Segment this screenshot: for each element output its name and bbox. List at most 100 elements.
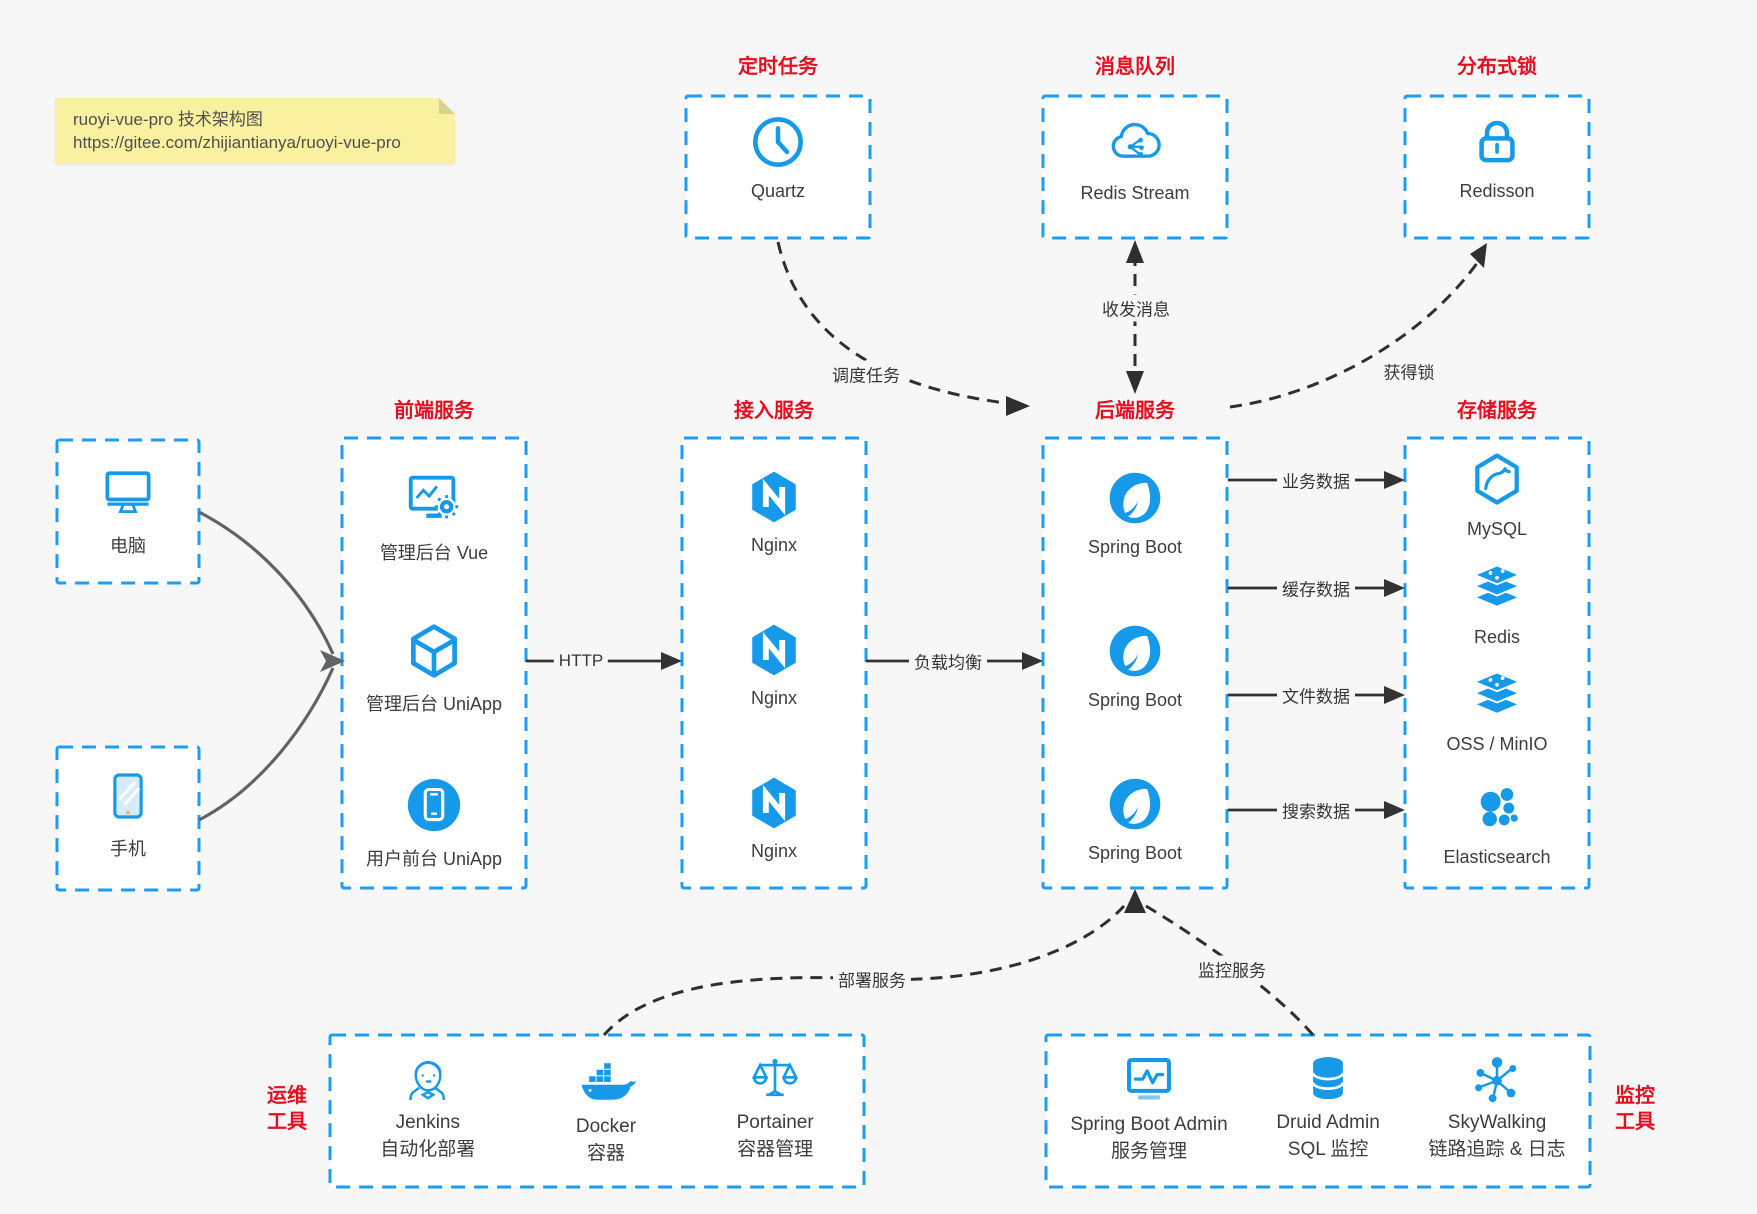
title-backend: 后端服务 xyxy=(1095,400,1175,422)
node-springboot-1: Spring Boot xyxy=(1043,468,1227,558)
redisson-label: Redisson xyxy=(1459,181,1535,201)
node-elasticsearch: Elasticsearch xyxy=(1405,780,1589,868)
node-portainer: Portainer 容器管理 xyxy=(737,1051,814,1161)
node-quartz: Quartz xyxy=(686,96,870,202)
nginx-icon xyxy=(745,774,803,832)
pc-label: 电脑 xyxy=(110,536,146,556)
ops-tools-box xyxy=(328,1033,866,1189)
schedule-arrowhead xyxy=(1006,396,1030,416)
admin-monitor-gear-icon xyxy=(403,468,465,530)
admin-vue-label: 管理后台 Vue xyxy=(379,543,489,563)
node-phone: 手机 xyxy=(57,747,199,861)
quartz-box xyxy=(684,94,872,240)
oss-minio-label: OSS / MinIO xyxy=(1446,734,1548,754)
node-admin-vue: 管理后台 Vue xyxy=(342,468,526,565)
spring-boot-admin-name: Spring Boot Admin xyxy=(1070,1114,1228,1135)
druid-admin-desc: SQL 监控 xyxy=(1287,1139,1369,1160)
spring-boot-icon xyxy=(1105,621,1165,681)
note-url: https://gitee.com/zhijiantianya/ruoyi-vu… xyxy=(73,133,401,152)
pc-to-frontend-curve xyxy=(198,510,335,655)
clock-icon xyxy=(749,113,807,171)
note-title: ruoyi-vue-pro 技术架构图 xyxy=(73,110,263,129)
node-springboot-3: Spring Boot xyxy=(1043,774,1227,864)
title-message-queue: 消息队列 xyxy=(1095,56,1175,78)
spring-boot-admin-desc: 服务管理 xyxy=(1110,1141,1187,1162)
monitoring-tools-box xyxy=(1044,1033,1592,1189)
edge-label-lock: 获得锁 xyxy=(1378,357,1440,385)
node-nginx-1: Nginx xyxy=(682,468,866,556)
portainer-name: Portainer xyxy=(736,1112,814,1133)
http-arrowhead xyxy=(661,652,682,670)
nginx-label: Nginx xyxy=(750,841,798,861)
node-pc: 电脑 xyxy=(57,440,199,558)
skywalking-name: SkyWalking xyxy=(1447,1112,1547,1133)
frontend-arrowhead xyxy=(320,650,345,672)
sticky-note: ruoyi-vue-pro 技术架构图 https://gitee.com/zh… xyxy=(55,98,455,164)
node-redisson: Redisson xyxy=(1405,96,1589,202)
node-jenkins: Jenkins 自动化部署 xyxy=(380,1051,475,1161)
user-uniapp-label: 用户前台 UniApp xyxy=(365,849,503,869)
desktop-icon xyxy=(98,461,158,521)
redis-stream-box xyxy=(1041,94,1229,240)
edge-label-cache-data: 缓存数据 xyxy=(1277,574,1355,602)
edge-label-message: 收发消息 xyxy=(1097,294,1175,322)
node-admin-uniapp: 管理后台 UniApp xyxy=(342,621,526,716)
skywalking-desc: 链路追踪 & 日志 xyxy=(1428,1139,1566,1160)
nginx-icon xyxy=(745,468,803,526)
monitoring-tools-row: Spring Boot Admin 服务管理 Druid Admin SQL 监… xyxy=(1046,1035,1590,1187)
edge-label-http: HTTP xyxy=(553,650,609,672)
quartz-label: Quartz xyxy=(750,181,806,201)
spring-boot-icon xyxy=(1105,468,1165,528)
node-redis-stream: Redis Stream xyxy=(1043,96,1227,204)
redis-label: Redis xyxy=(1473,627,1521,647)
node-mysql: MySQL xyxy=(1405,450,1589,540)
user-app-circle-icon xyxy=(403,774,465,836)
spring-boot-icon xyxy=(1105,774,1165,834)
deploy-monitor-arrowhead xyxy=(1124,889,1146,913)
mysql-label: MySQL xyxy=(1466,519,1527,539)
edge-label-schedule: 调度任务 xyxy=(827,360,905,388)
node-skywalking: SkyWalking 链路追踪 & 日志 xyxy=(1428,1051,1566,1161)
redis-stream-label: Redis Stream xyxy=(1080,183,1190,203)
node-oss-minio: OSS / MinIO xyxy=(1405,665,1589,755)
jenkins-desc: 自动化部署 xyxy=(380,1139,476,1160)
business-data-arrowhead xyxy=(1384,471,1405,489)
portainer-desc: 容器管理 xyxy=(737,1139,814,1160)
title-distributed-lock: 分布式锁 xyxy=(1457,56,1537,78)
lock-arrowhead xyxy=(1470,243,1487,268)
cloud-queue-icon xyxy=(1105,113,1165,173)
springboot-label: Spring Boot xyxy=(1087,843,1183,863)
ops-tools-title: 运维 工具 xyxy=(267,1085,307,1133)
node-springboot-2: Spring Boot xyxy=(1043,621,1227,711)
node-nginx-2: Nginx xyxy=(682,621,866,709)
title-gateway: 接入服务 xyxy=(734,400,814,422)
edge-label-monitor: 监控服务 xyxy=(1193,955,1271,983)
database-icon xyxy=(1300,1051,1356,1107)
network-nodes-icon xyxy=(1469,1051,1525,1107)
portainer-scales-icon xyxy=(747,1051,803,1107)
message-arrowhead-down xyxy=(1126,371,1144,394)
nginx-icon xyxy=(745,621,803,679)
monitor-pulse-icon xyxy=(1120,1051,1178,1109)
elasticsearch-cluster-icon xyxy=(1468,780,1526,838)
phone-label: 手机 xyxy=(110,839,146,859)
node-druid-admin: Druid Admin SQL 监控 xyxy=(1276,1051,1380,1161)
title-scheduled-task: 定时任务 xyxy=(738,56,818,78)
message-arrowhead-up xyxy=(1126,240,1144,263)
druid-admin-name: Druid Admin xyxy=(1276,1112,1380,1133)
redis-stack-icon xyxy=(1467,558,1527,618)
elasticsearch-label: Elasticsearch xyxy=(1443,847,1551,867)
mysql-icon xyxy=(1467,450,1527,510)
nginx-label: Nginx xyxy=(750,535,798,555)
springboot-label: Spring Boot xyxy=(1087,537,1183,557)
storage-box xyxy=(1403,436,1591,890)
jenkins-icon xyxy=(400,1051,456,1107)
monitoring-tools-title: 监控 工具 xyxy=(1615,1085,1655,1133)
nginx-label: Nginx xyxy=(750,688,798,708)
redisson-box xyxy=(1403,94,1591,240)
lock-curve xyxy=(1229,255,1484,409)
node-spring-boot-admin: Spring Boot Admin 服务管理 xyxy=(1070,1051,1228,1163)
edge-label-file-data: 文件数据 xyxy=(1277,681,1355,709)
file-data-arrowhead xyxy=(1384,686,1405,704)
